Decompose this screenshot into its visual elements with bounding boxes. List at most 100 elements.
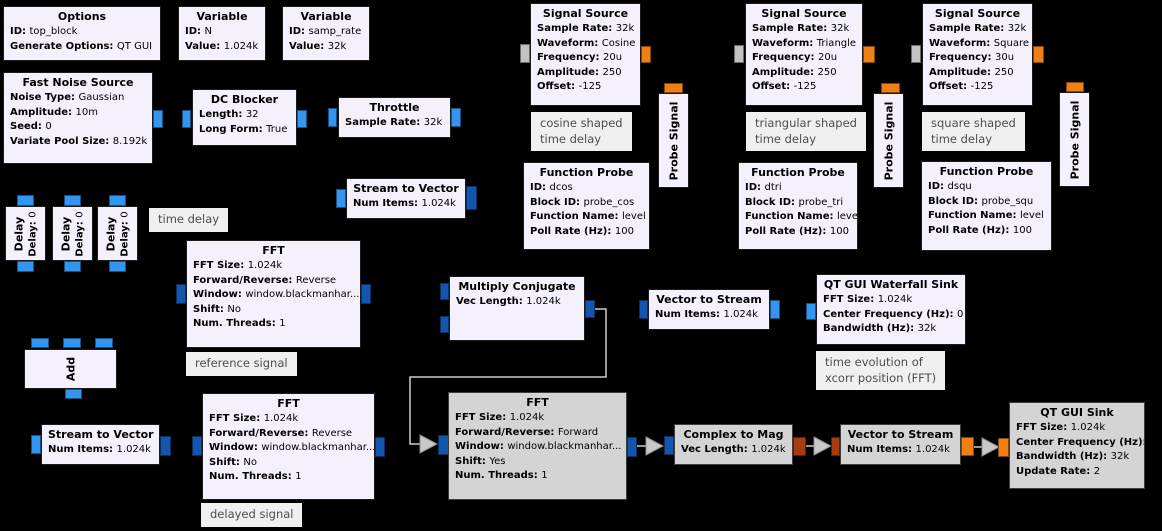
block-qtgui-waterfall-sink-param-1-value: 0 xyxy=(957,308,964,320)
block-fft-reference-port-0-complex_vector[interactable] xyxy=(176,284,186,304)
block-fast-noise-source-param-0-value: Gaussian xyxy=(78,92,125,103)
block-complex-to-mag-port-1-float_vector[interactable] xyxy=(793,437,806,456)
block-delay-2-param-0-value: 0 xyxy=(74,210,85,218)
block-probe-signal-tri-port-0-float[interactable] xyxy=(881,83,900,93)
block-probe-signal-squ-port-0-float[interactable] xyxy=(1066,82,1084,92)
block-probe-signal-cos[interactable]: Probe Signal xyxy=(658,93,689,188)
block-fft-delayed-param-2: Window: window.blackmanhar... xyxy=(209,441,374,456)
block-add-port-3-complex[interactable] xyxy=(65,389,82,399)
connection-wire[interactable] xyxy=(409,308,607,445)
block-dc-blocker-port-1-complex[interactable] xyxy=(297,110,307,128)
block-signal-source-triangle-port-0-message[interactable] xyxy=(734,45,744,63)
block-add-port-1-complex[interactable] xyxy=(63,338,81,348)
block-qtgui-sink-port-0-float[interactable] xyxy=(998,438,1009,457)
block-dc-blocker-param-0-value: 32 xyxy=(245,109,259,120)
block-fft-forward-param-1-label: Forward/Reverse: xyxy=(455,426,558,438)
connection-arrowhead[interactable] xyxy=(645,436,665,456)
note-time-delay-line-0: time delay xyxy=(158,212,220,226)
block-fft-delayed-port-0-complex_vector[interactable] xyxy=(192,436,202,456)
block-delay-3-port-1-complex[interactable] xyxy=(109,261,126,272)
block-fft-reference-port-1-complex_vector[interactable] xyxy=(361,284,371,304)
block-throttle-param-0: Sample Rate: 32k xyxy=(345,116,444,131)
block-signal-source-cosine-port-0-message[interactable] xyxy=(520,44,530,63)
block-multiply-conjugate-port-2-complex_vector[interactable] xyxy=(585,300,595,318)
block-delay-2-port-0-complex[interactable] xyxy=(64,195,81,206)
block-signal-source-triangle-port-1-float[interactable] xyxy=(863,46,875,63)
block-probe-signal-cos-port-0-float[interactable] xyxy=(664,83,683,93)
block-vector-to-stream-top-port-0-complex_vector[interactable] xyxy=(639,300,648,319)
connection-arrowhead[interactable] xyxy=(419,434,439,454)
block-fast-noise-source-param-2-label: Seed: xyxy=(10,121,46,133)
block-stream-to-vector-top-port-0-complex[interactable] xyxy=(336,189,346,208)
block-add-port-0-complex[interactable] xyxy=(31,338,49,348)
block-vector-to-stream-top-port-1-complex[interactable] xyxy=(770,300,780,319)
block-probe-signal-tri[interactable]: Probe Signal xyxy=(873,93,904,188)
block-function-probe-tri-title: Function Probe xyxy=(751,166,845,179)
block-fast-noise-source-port-0-complex[interactable] xyxy=(153,110,163,128)
block-multiply-conjugate-port-0-complex_vector[interactable] xyxy=(440,283,449,300)
block-signal-source-cosine-port-1-float[interactable] xyxy=(641,46,651,63)
block-signal-source-square-port-0-message[interactable] xyxy=(911,45,921,63)
block-fast-noise-source-title: Fast Noise Source xyxy=(22,76,134,89)
block-fft-delayed-port-1-complex_vector[interactable] xyxy=(375,437,385,457)
block-signal-source-square-port-1-float[interactable] xyxy=(1033,46,1044,63)
block-dc-blocker-port-0-complex[interactable] xyxy=(182,110,191,128)
note-reference-signal: reference signal xyxy=(186,352,297,376)
block-multiply-conjugate-port-1-complex_vector[interactable] xyxy=(440,316,449,333)
block-delay-1-port-0-complex[interactable] xyxy=(17,195,34,206)
block-fft-delayed-param-1-label: Forward/Reverse: xyxy=(209,427,312,439)
block-qtgui-waterfall-sink-port-0-complex[interactable] xyxy=(806,303,816,320)
block-throttle-port-1-complex[interactable] xyxy=(451,108,461,127)
block-complex-to-mag-port-0-complex_vector[interactable] xyxy=(664,436,674,455)
block-stream-to-vector-top-port-1-complex_vector[interactable] xyxy=(466,186,477,210)
connection-arrowhead[interactable] xyxy=(813,436,833,456)
block-throttle-port-0-complex[interactable] xyxy=(328,108,337,127)
block-vector-to-stream-bottom-port-0-float_vector[interactable] xyxy=(831,437,840,456)
block-variable-n-param-1-label: Value: xyxy=(185,40,224,52)
block-stream-to-vector-bottom-port-1-complex_vector[interactable] xyxy=(160,436,171,456)
connection-arrowhead[interactable] xyxy=(981,437,1001,457)
block-delay-3-port-0-complex[interactable] xyxy=(109,195,126,206)
block-signal-source-cosine-param-0-value: 32k xyxy=(615,23,635,34)
block-fft-forward-port-1-complex_vector[interactable] xyxy=(627,437,637,457)
block-add-port-2-complex[interactable] xyxy=(95,338,113,348)
block-delay-1-port-1-complex[interactable] xyxy=(17,261,34,272)
block-signal-source-triangle-param-0: Sample Rate: 32k xyxy=(752,22,856,37)
block-delay-2-port-1-complex[interactable] xyxy=(64,261,81,272)
block-vector-to-stream-bottom-port-1-float[interactable] xyxy=(961,437,974,456)
block-function-probe-cos-param-2: Function Name: level xyxy=(530,210,646,225)
block-probe-signal-squ[interactable]: Probe Signal xyxy=(1059,92,1090,187)
block-fast-noise-source-param-2-value: 0 xyxy=(45,121,52,133)
block-signal-source-cosine-title: Signal Source xyxy=(542,7,629,20)
block-stream-to-vector-bottom-port-0-complex[interactable] xyxy=(31,435,41,454)
block-add[interactable]: Add xyxy=(24,349,117,389)
block-fft-delayed-param-4-value: 1 xyxy=(295,471,302,483)
